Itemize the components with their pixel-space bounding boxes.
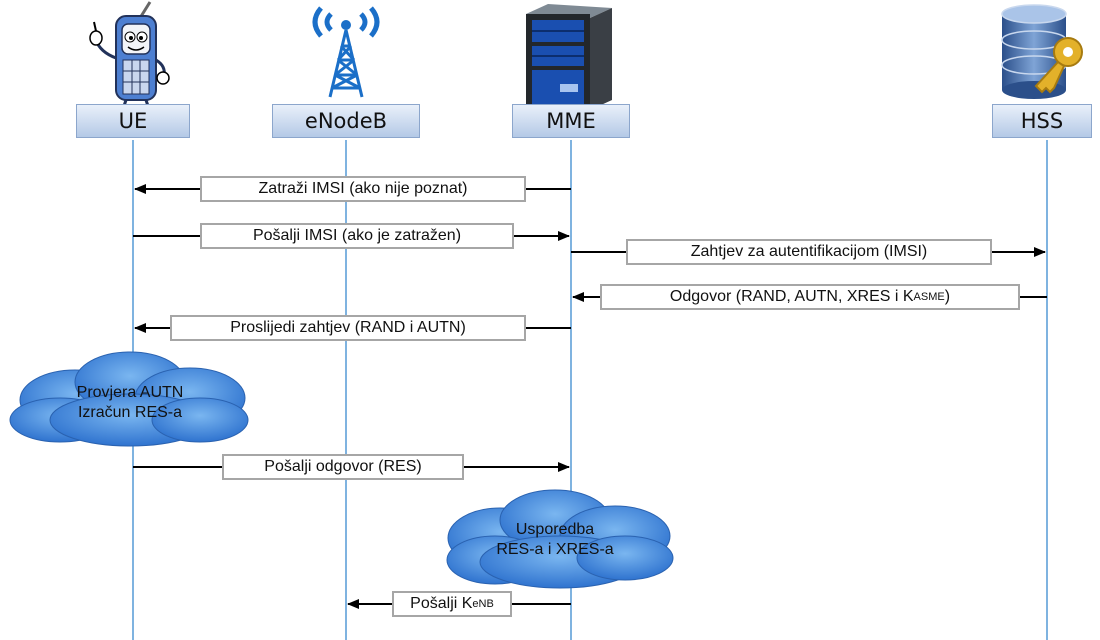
cloud-ue-check bbox=[9, 351, 249, 447]
antenna-tower-icon bbox=[312, 6, 380, 98]
cloud-ue-check-line2: Izračun RES-a bbox=[77, 404, 183, 421]
server-icon bbox=[526, 4, 612, 110]
cloud-ue-check-line1: Provjera AUTN bbox=[76, 384, 184, 401]
message-auth-request: Zahtjev za autentifikacijom (IMSI) bbox=[626, 239, 992, 265]
entity-ue: UE bbox=[76, 104, 190, 138]
database-key-icon bbox=[1001, 4, 1083, 99]
message-auth-response-end: ) bbox=[944, 288, 951, 305]
message-auth-response-subscript: ASME bbox=[913, 291, 945, 303]
cloud-ue-check-text: Provjera AUTN Izračun RES-a bbox=[40, 383, 220, 423]
message-send-kenb-text: Pošalji K bbox=[410, 595, 473, 612]
message-send-kenb-subscript: eNB bbox=[472, 598, 494, 610]
cloud-mme-compare bbox=[446, 489, 674, 589]
message-auth-response-text: Odgovor (RAND, AUTN, XRES i K bbox=[669, 288, 914, 305]
entity-enodeb: eNodeB bbox=[272, 104, 420, 138]
message-send-imsi: Pošalji IMSI (ako je zatražen) bbox=[200, 223, 514, 249]
message-request-imsi: Zatraži IMSI (ako nije poznat) bbox=[200, 176, 526, 202]
cloud-mme-compare-line2: RES-a i XRES-a bbox=[496, 541, 614, 558]
message-send-response: Pošalji odgovor (RES) bbox=[222, 454, 464, 480]
cloud-mme-compare-text: Usporedba RES-a i XRES-a bbox=[465, 520, 645, 560]
cloud-mme-compare-line1: Usporedba bbox=[515, 521, 595, 538]
cartoon-phone-icon bbox=[89, 1, 170, 114]
entity-mme: MME bbox=[512, 104, 630, 138]
message-forward-request: Proslijedi zahtjev (RAND i AUTN) bbox=[170, 315, 526, 341]
entity-hss: HSS bbox=[992, 104, 1092, 138]
